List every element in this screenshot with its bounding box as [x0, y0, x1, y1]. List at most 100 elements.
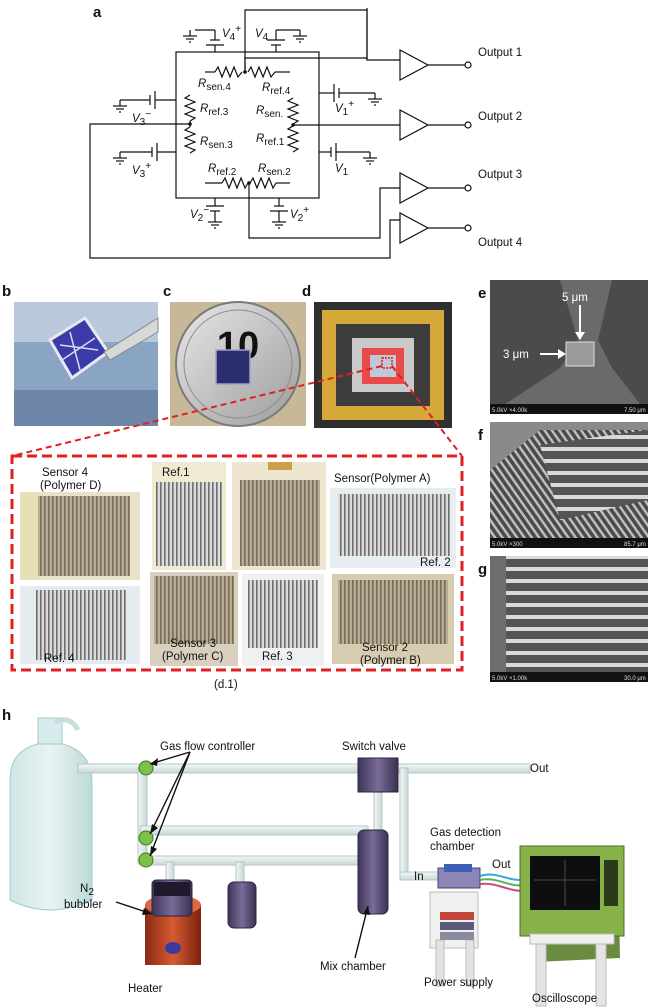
photo-c-chip: [215, 349, 251, 385]
panel-f-label: f: [478, 427, 484, 444]
label-out-chamber: Out: [492, 859, 511, 871]
zoom-line-left: [11, 365, 383, 457]
resistor-ref3: [183, 94, 197, 122]
photo-b-tweezer: [103, 317, 159, 361]
d1-sensor3-polymer: (Polymer C): [162, 651, 224, 663]
power-supply: [440, 932, 474, 940]
output-1-label: Output 1: [478, 47, 522, 59]
flow-controller-3: [138, 852, 154, 868]
second-container: [227, 881, 257, 929]
label-rsen2: Rsen.2: [258, 163, 291, 178]
label-rref2: Rref.2: [208, 163, 237, 178]
label-rref3: Rref.3: [200, 103, 229, 118]
sem-e-info: 5.0kV ×4.00k: [492, 408, 528, 414]
pipe-top: [77, 763, 531, 774]
label-mix-chamber: Mix chamber: [320, 961, 386, 973]
panel-c-label: c: [163, 283, 171, 300]
d1-sensor4-label: Sensor 4: [42, 467, 89, 479]
d1-sensorA-label: Sensor(Polymer A): [334, 473, 431, 485]
d1-sensor4-polymer: (Polymer D): [40, 480, 102, 492]
d1-sensor2-label: Sensor 2: [362, 642, 408, 654]
panel-h-label: h: [2, 707, 11, 724]
label-v4-plus: V4+: [222, 24, 241, 43]
mix-chamber: [357, 829, 389, 915]
panel-g-label: g: [478, 561, 487, 578]
amplifier-2: [399, 108, 430, 142]
flow-controller-1: [138, 760, 154, 776]
resistor-sen2: [249, 176, 277, 190]
sem-e-scale: 7.50 μm: [624, 408, 646, 414]
d1-ref4-label: Ref. 4: [44, 653, 75, 665]
label-v4: V4: [255, 28, 269, 43]
sem-f-scale: 85.7 μm: [624, 542, 646, 548]
sem-f-info: 5.0kV ×300: [492, 542, 523, 548]
sem-g-image: [490, 556, 648, 682]
panel-d-label: d: [302, 283, 311, 300]
n2-bottle: [9, 741, 93, 911]
d1-sensor2-polymer: (Polymer B): [360, 655, 421, 667]
label-switch-valve: Switch valve: [342, 741, 406, 753]
label-v3-plus: V3+: [132, 161, 151, 180]
panel-b-label: b: [2, 283, 11, 300]
panel-f-sem: f 5.0kV ×300 85.7 μm: [478, 422, 648, 548]
label-in: In: [414, 871, 424, 883]
output-3-label: Output 3: [478, 169, 522, 181]
pipe-to-chamber: [399, 767, 409, 879]
switch-valve: [357, 757, 399, 793]
panel-d-photo: d: [302, 283, 452, 428]
sem-g-scale: 30.0 μm: [624, 676, 646, 682]
d1-sensor3-label: Sensor 3: [170, 638, 216, 650]
d1-ref2-label: Ref. 2: [420, 557, 451, 569]
resistor-sen: [286, 97, 300, 125]
label-gas-flow-controller: Gas flow controller: [160, 741, 255, 753]
label-heater: Heater: [128, 983, 163, 995]
label-out-top: Out: [530, 763, 549, 775]
label-v1-plus: V1+: [335, 99, 354, 118]
output-2-label: Output 2: [478, 111, 522, 123]
resistor-ref4-top: [247, 65, 276, 79]
label-power-supply: Power supply: [424, 977, 493, 989]
amplifier-1: [399, 48, 430, 82]
panel-e-sem: e 5 μm 3 μm 5.0kV ×4.00k 7.50 μm: [478, 280, 648, 414]
label-v2-plus: V2+: [290, 205, 309, 224]
label-gas-detection-chamber: Gas detection: [430, 827, 501, 839]
pipe-left-vertical: [137, 767, 148, 865]
panel-e-label: e: [478, 285, 486, 302]
sem-g-info: 5.0kV ×1.00k: [492, 676, 528, 682]
label-v2-minus: V2−: [190, 205, 209, 224]
panel-a-label: a: [93, 4, 102, 21]
d1-ref1-label: Ref.1: [162, 467, 190, 479]
label-rsen3: Rsen.3: [200, 136, 233, 151]
label-rsen4: Rsen.4: [198, 78, 231, 93]
panel-b-photo: b: [2, 283, 159, 426]
label-rref1: Rref.1: [256, 133, 285, 148]
panel-g-sem: g 5.0kV ×1.00k 30.0 μm: [478, 556, 648, 682]
resistor-ref1: [286, 125, 300, 153]
d1-caption: (d.1): [214, 679, 238, 691]
label-v3-minus: V3−: [132, 109, 151, 128]
amplifier-4: [399, 211, 430, 245]
panel-h-setup: h: [2, 707, 625, 1007]
panel-d1: Sensor 4 (Polymer D) Ref.1 Sensor(Polyme…: [10, 454, 464, 691]
pipe-middle: [139, 825, 369, 836]
amplifier-3: [399, 171, 430, 205]
label-oscilloscope: Oscilloscope: [532, 993, 597, 1005]
flow-controller-2: [138, 830, 154, 846]
panel-c-photo: c 10: [163, 283, 306, 427]
label-v1: V1: [335, 163, 349, 178]
resistor-sen3: [183, 126, 197, 154]
panel-a-circuit: a: [89, 4, 523, 259]
d1-ref3-label: Ref. 3: [262, 651, 293, 663]
output-4-label: Output 4: [478, 237, 523, 249]
label-gas-detection-chamber-2: chamber: [430, 841, 475, 853]
resistor-sen4: [214, 65, 243, 79]
zoom-line-right: [391, 365, 463, 457]
label-bubbler: bubbler: [64, 899, 103, 911]
sem-e-dim-top: 5 μm: [562, 292, 588, 304]
sem-e-dim-left: 3 μm: [503, 349, 529, 361]
label-rref4: Rref.4: [262, 82, 291, 97]
label-rsen: Rsen.: [256, 105, 283, 120]
resistor-ref2: [221, 176, 249, 190]
label-n2: N2: [80, 883, 94, 898]
